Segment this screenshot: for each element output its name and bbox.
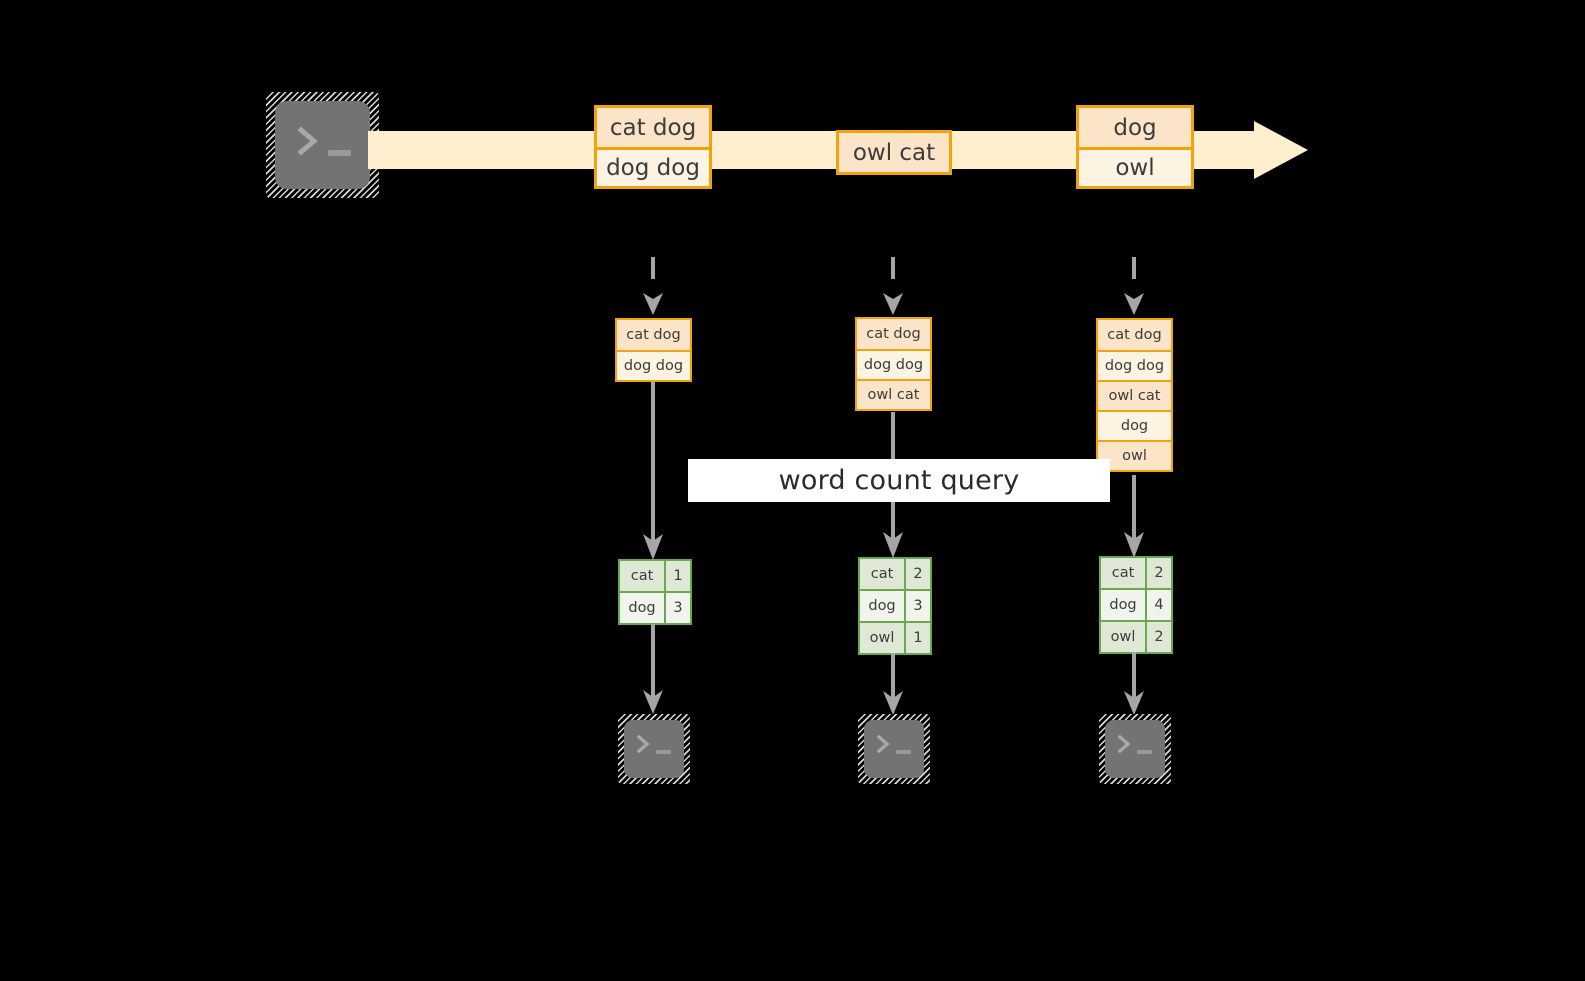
- result-count: 2: [1145, 558, 1171, 588]
- accumulated-line: owl cat: [1098, 380, 1171, 410]
- result-count: 1: [904, 623, 930, 653]
- event-line: cat dog: [597, 108, 709, 147]
- table-row: owl 1: [860, 621, 930, 653]
- page-title: word count query: [778, 465, 1020, 496]
- result-count: 2: [904, 559, 930, 589]
- result-count: 3: [904, 591, 930, 621]
- source-terminal-icon: [266, 92, 379, 198]
- stream-event-3: dog owl: [1076, 105, 1194, 189]
- snapshot-2-sink-terminal-icon: [858, 714, 930, 784]
- stream-event-2: owl cat: [836, 130, 952, 175]
- terminal-prompt-chevron-icon: [876, 734, 892, 754]
- snapshot-3-accumulated-box: cat dog dog dog owl cat dog owl: [1096, 318, 1173, 472]
- accumulated-line: dog dog: [1098, 350, 1171, 380]
- accumulated-line: cat dog: [857, 319, 930, 349]
- accumulated-line: cat dog: [1098, 320, 1171, 350]
- dashed-down-arrow: [641, 255, 665, 317]
- sink-arrow: [881, 653, 905, 717]
- event-line: owl cat: [839, 133, 949, 172]
- result-word: cat: [620, 561, 664, 591]
- accumulated-line: dog: [1098, 410, 1171, 440]
- result-count: 1: [664, 561, 690, 591]
- table-row: dog 4: [1101, 588, 1171, 620]
- query-label-band: word count query: [688, 459, 1110, 502]
- terminal-prompt-underscore-icon: [656, 750, 671, 754]
- result-count: 4: [1145, 590, 1171, 620]
- terminal-body: [275, 101, 370, 189]
- table-row: cat 2: [1101, 558, 1171, 588]
- terminal-prompt-underscore-icon: [1137, 750, 1152, 754]
- result-word: owl: [860, 623, 904, 653]
- sink-arrow: [1122, 652, 1146, 717]
- dashed-down-arrow: [1122, 255, 1146, 317]
- stream-event-1: cat dog dog dog: [594, 105, 712, 189]
- event-line: owl: [1079, 147, 1191, 186]
- terminal-body: [1105, 720, 1165, 778]
- terminal-prompt-chevron-icon: [1117, 734, 1133, 754]
- snapshot-1-accumulated-box: cat dog dog dog: [615, 318, 692, 382]
- accumulated-line: owl cat: [857, 379, 930, 409]
- result-word: dog: [1101, 590, 1145, 620]
- terminal-body: [624, 720, 684, 778]
- snapshot-3-result-table: cat 2 dog 4 owl 2: [1099, 556, 1173, 654]
- table-row: dog 3: [620, 591, 690, 623]
- sink-arrow: [641, 624, 665, 716]
- snapshot-1-sink-terminal-icon: [618, 714, 690, 784]
- terminal-prompt-chevron-icon: [636, 734, 652, 754]
- result-word: dog: [620, 593, 664, 623]
- result-word: owl: [1101, 622, 1145, 652]
- snapshot-1-result-table: cat 1 dog 3: [618, 559, 692, 625]
- query-arrow: [1122, 475, 1146, 560]
- query-arrow: [641, 382, 665, 562]
- snapshot-2-accumulated-box: cat dog dog dog owl cat: [855, 317, 932, 411]
- result-count: 2: [1145, 622, 1171, 652]
- snapshot-2-result-table: cat 2 dog 3 owl 1: [858, 557, 932, 655]
- accumulated-line: dog dog: [857, 349, 930, 379]
- result-word: cat: [1101, 558, 1145, 588]
- dashed-down-arrow: [881, 255, 905, 317]
- terminal-prompt-underscore-icon: [328, 150, 351, 156]
- event-line: dog: [1079, 108, 1191, 147]
- table-row: dog 3: [860, 589, 930, 621]
- result-word: dog: [860, 591, 904, 621]
- result-count: 3: [664, 593, 690, 623]
- result-word: cat: [860, 559, 904, 589]
- table-row: cat 2: [860, 559, 930, 589]
- table-row: cat 1: [620, 561, 690, 591]
- event-line: dog dog: [597, 147, 709, 186]
- accumulated-line: owl: [1098, 440, 1171, 470]
- table-row: owl 2: [1101, 620, 1171, 652]
- accumulated-line: dog dog: [617, 350, 690, 380]
- accumulated-line: cat dog: [617, 320, 690, 350]
- snapshot-3-sink-terminal-icon: [1099, 714, 1171, 784]
- terminal-body: [864, 720, 924, 778]
- terminal-prompt-underscore-icon: [896, 750, 911, 754]
- terminal-prompt-chevron-icon: [297, 126, 321, 156]
